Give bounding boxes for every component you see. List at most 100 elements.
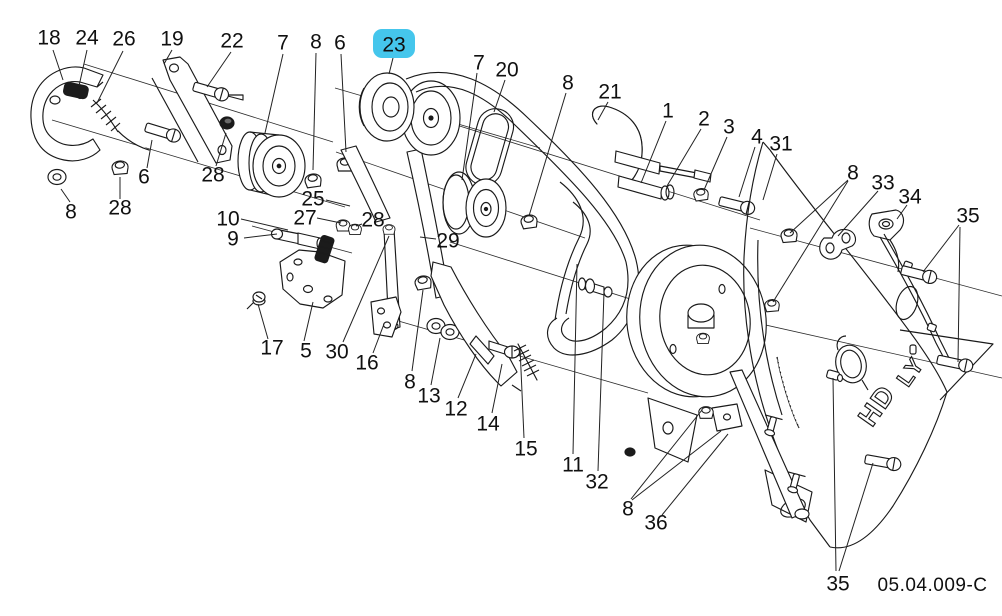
part-label-8[interactable]: 8 bbox=[65, 201, 77, 224]
part-label-16[interactable]: 16 bbox=[355, 352, 378, 375]
leader-line-35 bbox=[957, 226, 961, 363]
part-label-4[interactable]: 4 bbox=[751, 126, 763, 149]
part-label-31[interactable]: 31 bbox=[769, 133, 792, 156]
part-label-9[interactable]: 9 bbox=[227, 228, 239, 251]
drawing-number: 05.04.009-C bbox=[877, 575, 988, 596]
part-label-13[interactable]: 13 bbox=[417, 385, 440, 408]
leader-line-8 bbox=[312, 52, 317, 171]
part-label-25[interactable]: 25 bbox=[301, 188, 324, 211]
part-label-27[interactable]: 27 bbox=[293, 207, 316, 230]
clamp-33 bbox=[819, 228, 857, 260]
leader-line-19 bbox=[163, 49, 173, 65]
belt-20 bbox=[465, 108, 515, 186]
idler-pulleys-lower bbox=[442, 171, 507, 238]
part-label-19[interactable]: 19 bbox=[160, 28, 183, 51]
part-label-35[interactable]: 35 bbox=[826, 573, 849, 596]
leader-line-9 bbox=[243, 233, 278, 239]
leader-line-35 bbox=[922, 224, 960, 273]
part-label-11[interactable]: 11 bbox=[562, 454, 584, 477]
leader-line-8 bbox=[528, 92, 567, 217]
leader-line-25 bbox=[325, 199, 351, 207]
part-label-20[interactable]: 20 bbox=[495, 59, 518, 82]
part-label-14[interactable]: 14 bbox=[476, 413, 500, 436]
part-label-33[interactable]: 33 bbox=[871, 172, 894, 195]
bracket-19 bbox=[151, 56, 233, 164]
part-label-6[interactable]: 6 bbox=[138, 166, 150, 189]
part-label-5[interactable]: 5 bbox=[300, 340, 312, 363]
leader-line-32 bbox=[597, 291, 605, 472]
part-label-22[interactable]: 22 bbox=[220, 30, 243, 53]
part-label-12[interactable]: 12 bbox=[444, 398, 467, 421]
part-label-24[interactable]: 24 bbox=[75, 27, 99, 50]
part-label-3[interactable]: 3 bbox=[723, 116, 735, 139]
leader-line-15 bbox=[519, 346, 525, 439]
leader-line-27 bbox=[316, 217, 342, 224]
leader-line-35 bbox=[832, 377, 837, 572]
part-label-32[interactable]: 32 bbox=[585, 471, 608, 494]
part-label-7[interactable]: 7 bbox=[277, 32, 289, 55]
leader-line-14 bbox=[491, 363, 503, 414]
leader-line-8 bbox=[411, 289, 424, 372]
leader-line-16 bbox=[372, 323, 385, 354]
part-label-6[interactable]: 6 bbox=[334, 32, 346, 55]
leader-line-10 bbox=[240, 218, 289, 231]
part-label-18[interactable]: 18 bbox=[37, 27, 60, 50]
cable-assembly-1 bbox=[614, 150, 712, 201]
screw-17 bbox=[246, 291, 266, 310]
part-label-26[interactable]: 26 bbox=[112, 28, 135, 51]
leader-lines bbox=[52, 49, 961, 572]
leader-line-2 bbox=[666, 128, 702, 187]
part-label-29[interactable]: 29 bbox=[436, 230, 459, 253]
washer-8 bbox=[47, 168, 67, 186]
spring-26 bbox=[90, 98, 150, 151]
part-label-17[interactable]: 17 bbox=[260, 337, 283, 360]
leader-line-6 bbox=[146, 139, 153, 169]
leader-line-17 bbox=[257, 303, 269, 340]
part-label-36[interactable]: 36 bbox=[644, 512, 667, 535]
part-label-8[interactable]: 8 bbox=[404, 371, 416, 394]
leader-line-23 bbox=[388, 57, 394, 75]
part-label-8[interactable]: 8 bbox=[562, 72, 574, 95]
leader-line-13 bbox=[430, 337, 441, 386]
part-label-23[interactable]: 23 bbox=[382, 34, 405, 57]
part-label-15[interactable]: 15 bbox=[514, 438, 537, 461]
leader-line-33 bbox=[837, 190, 879, 237]
leader-line-28 bbox=[215, 132, 227, 167]
part-label-28[interactable]: 28 bbox=[201, 164, 224, 187]
part-label-28[interactable]: 28 bbox=[361, 209, 384, 232]
part-label-1[interactable]: 1 bbox=[662, 100, 674, 123]
part-label-8[interactable]: 8 bbox=[310, 31, 322, 54]
nut-28 bbox=[110, 159, 130, 176]
part-label-10[interactable]: 10 bbox=[216, 208, 239, 231]
part-label-30[interactable]: 30 bbox=[325, 341, 348, 364]
leader-line-8 bbox=[631, 430, 722, 501]
part-label-7[interactable]: 7 bbox=[473, 52, 485, 75]
nut-8 bbox=[779, 227, 799, 244]
leader-line-29 bbox=[419, 236, 437, 240]
part-highlight-23 bbox=[373, 29, 415, 58]
leader-line-1 bbox=[640, 120, 667, 184]
part-label-8[interactable]: 8 bbox=[847, 162, 859, 185]
idler-pulley-7 bbox=[237, 131, 306, 198]
leader-line-21 bbox=[597, 101, 609, 121]
part-label-35[interactable]: 35 bbox=[956, 205, 979, 228]
drawing-parts: LY HD bbox=[30, 56, 994, 549]
support-rod bbox=[879, 233, 952, 365]
leader-line-31 bbox=[762, 153, 778, 201]
bolt-6 bbox=[143, 120, 183, 145]
nut-8 bbox=[303, 172, 323, 189]
leader-line-36 bbox=[661, 433, 729, 516]
leader-line-8 bbox=[60, 188, 71, 203]
hook-bracket-18 bbox=[30, 66, 104, 162]
part-label-2[interactable]: 2 bbox=[698, 108, 710, 131]
frame-marking-hd: HD bbox=[852, 379, 901, 431]
part-label-28[interactable]: 28 bbox=[108, 197, 131, 220]
part-label-34[interactable]: 34 bbox=[898, 186, 922, 209]
part-label-21[interactable]: 21 bbox=[598, 81, 621, 104]
leader-line-4 bbox=[738, 146, 756, 198]
part-label-8[interactable]: 8 bbox=[622, 498, 634, 521]
leader-line-5 bbox=[303, 301, 314, 342]
bolt-35b bbox=[935, 352, 975, 374]
nut-8 bbox=[413, 274, 433, 291]
